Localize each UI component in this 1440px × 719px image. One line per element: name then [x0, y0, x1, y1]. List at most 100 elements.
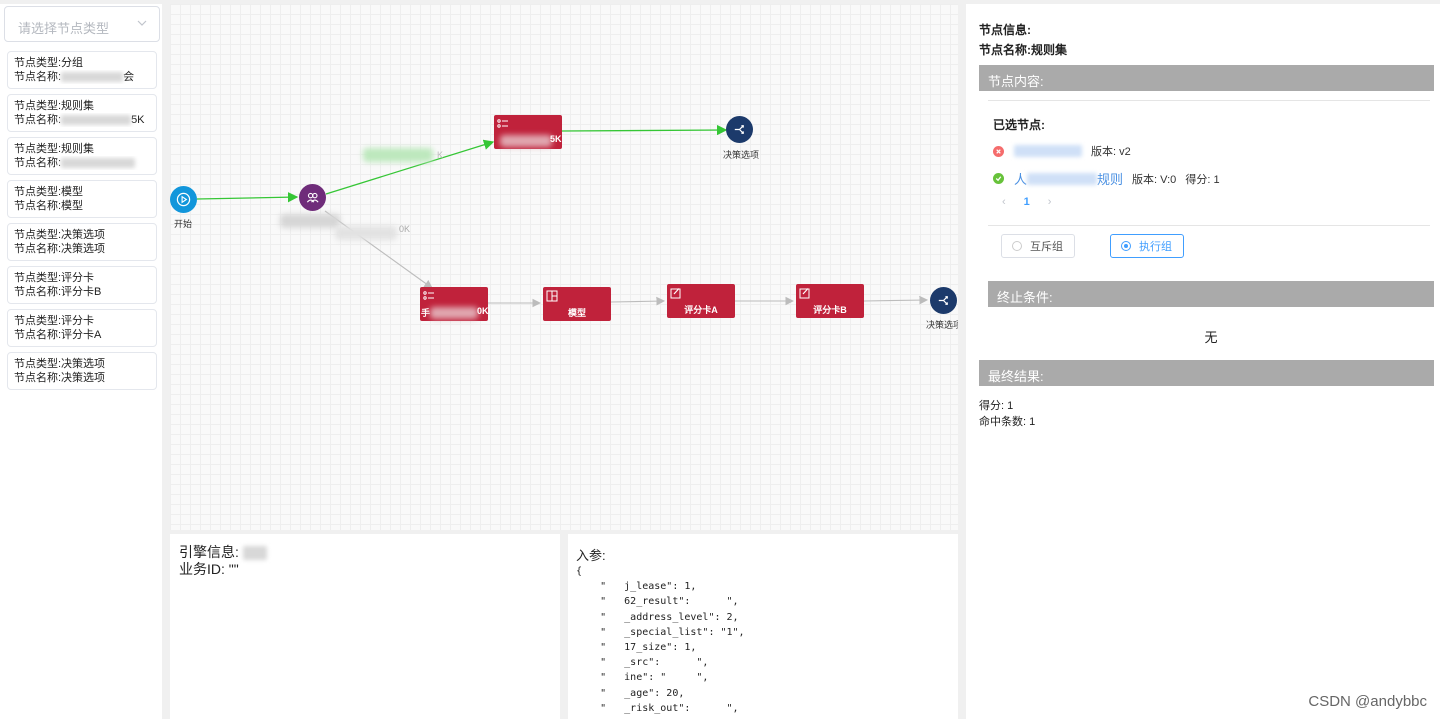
edge-label-top — [363, 148, 433, 162]
palette-card-ruleset[interactable]: 节点类型:规则集 节点名称: — [7, 137, 157, 175]
final-result-header: 最终结果: — [979, 360, 1434, 386]
card-name: 节点名称:评分卡A — [14, 329, 102, 341]
divider — [988, 225, 1430, 226]
scorecard-b-node[interactable]: 评分卡B — [796, 284, 864, 318]
redacted-text — [242, 546, 267, 561]
decision-node-top[interactable] — [726, 116, 753, 143]
edit-icon — [670, 288, 681, 299]
redacted-text — [61, 115, 132, 126]
selected-node-meta: 版本: v2 — [1091, 146, 1131, 158]
close-circle-icon — [993, 145, 1004, 157]
node-info-title: 节点信息: — [979, 23, 1031, 37]
decision-node-right[interactable] — [930, 287, 957, 314]
palette-card-decision[interactable]: 节点类型:决策选项 节点名称:决策选项 — [7, 223, 157, 261]
decision-node-top-label: 决策选项 — [723, 150, 760, 160]
palette-card-decision[interactable]: 节点类型:决策选项 节点名称:决策选项 — [7, 352, 157, 390]
flow-edges — [196, 124, 929, 308]
card-name: 节点名称:决策选项 — [14, 243, 106, 255]
start-node-label: 开始 — [174, 219, 193, 229]
radio-exec-group[interactable]: 执行组 — [1110, 234, 1184, 258]
content-section-header: 节点内容: — [979, 65, 1434, 91]
palette-card-scorecard[interactable]: 节点类型:评分卡 节点名称:评分卡A — [7, 309, 157, 347]
selected-nodes-title: 已选节点: — [993, 118, 1045, 132]
palette-card-ruleset[interactable]: 节点类型:规则集 节点名称:5K — [7, 94, 157, 132]
redacted-text — [500, 135, 552, 147]
params-title: 入参: — [576, 548, 606, 563]
start-node[interactable] — [170, 186, 197, 213]
users-icon — [306, 192, 319, 203]
stop-condition-value: 无 — [1204, 330, 1218, 345]
node-name: 节点名称:规则集 — [979, 43, 1067, 57]
scorecard-a-node[interactable]: 评分卡A — [667, 284, 735, 318]
node-type-select[interactable]: 请选择节点类型 — [4, 6, 160, 42]
chevron-down-icon — [137, 20, 147, 26]
stop-condition-header: 终止条件: — [988, 281, 1434, 307]
result-score: 得分: 1 — [979, 400, 1014, 412]
pagination: ‹ 1 › — [1002, 196, 1051, 208]
watermark: CSDN @andybbc — [1308, 693, 1427, 710]
radio-unchecked-icon — [1012, 241, 1022, 251]
edge-model-scorecard-a[interactable] — [610, 296, 666, 306]
card-name: 节点名称:决策选项 — [14, 372, 106, 384]
redacted-text — [1027, 172, 1098, 185]
edge-group-rule-top[interactable] — [325, 139, 495, 195]
edge-rule-decision-top[interactable] — [561, 124, 728, 136]
card-type: 节点类型:规则集 — [14, 100, 95, 112]
ruleset-node-top[interactable]: 5K — [494, 115, 562, 149]
redacted-text — [1014, 145, 1082, 157]
check-circle-icon — [993, 173, 1004, 184]
card-name: 节点名称:模型 — [14, 200, 84, 212]
edge-group-rule-bottom[interactable] — [324, 210, 433, 289]
final-result: 得分: 1 命中条数: 1 — [979, 398, 1035, 430]
ruleset-node-bottom[interactable]: 手 0K — [420, 287, 489, 321]
selected-node-item[interactable]: 版本: v2 — [993, 143, 1131, 159]
edit-icon — [799, 288, 810, 299]
node-type-select-placeholder: 请选择节点类型 — [18, 21, 110, 36]
model-node[interactable]: 模型 — [543, 287, 611, 321]
redacted-text — [61, 72, 124, 83]
selected-node-meta: 版本: V:0 得分: 1 — [1132, 173, 1220, 186]
palette-card-model[interactable]: 节点类型:模型 节点名称:模型 — [7, 180, 157, 218]
palette-card-group[interactable]: 节点类型:分组 节点名称:会 — [7, 51, 157, 89]
grid-icon — [546, 290, 558, 302]
card-name: 节点名称: — [14, 157, 62, 169]
card-name: 节点名称:评分卡B — [14, 286, 102, 298]
prev-page-button[interactable]: ‹ — [1002, 196, 1006, 208]
list-icon — [497, 119, 508, 128]
card-name: 节点名称: — [14, 71, 62, 83]
selected-node-link-suffix[interactable]: 规则 — [1097, 172, 1124, 187]
decision-icon — [734, 125, 744, 134]
page-1-button[interactable]: 1 — [1023, 196, 1030, 208]
node-detail-panel: 节点信息: 节点名称:规则集 节点内容: 已选节点: 版本: v2 人 规则 版… — [966, 4, 1440, 719]
edge-label-bottom-b — [335, 226, 397, 240]
card-type: 节点类型:评分卡 — [14, 272, 95, 284]
edge-start-group[interactable] — [196, 191, 299, 203]
selected-node-item[interactable]: 人 规则 版本: V:0 得分: 1 — [993, 169, 1220, 188]
next-page-button[interactable]: › — [1047, 196, 1052, 208]
business-id: 业务ID: "" — [179, 561, 239, 577]
card-name: 节点名称: — [14, 114, 62, 126]
card-type: 节点类型:评分卡 — [14, 315, 95, 327]
result-hits: 命中条数: 1 — [979, 416, 1036, 428]
group-node[interactable] — [299, 184, 326, 211]
card-type: 节点类型:模型 — [14, 186, 84, 198]
palette-card-scorecard[interactable]: 节点类型:评分卡 节点名称:评分卡B — [7, 266, 157, 304]
redacted-text — [61, 158, 136, 169]
flow-canvas[interactable]: K 0K 开始 5K 决策选项 手 0K 模型 评分卡A 评分卡B — [170, 4, 958, 530]
card-type: 节点类型:分组 — [14, 57, 84, 69]
radio-checked-icon — [1121, 241, 1131, 251]
input-params-panel: 入参: { " j_lease": 1, " 62_result": ", " … — [568, 534, 958, 719]
engine-label: 引擎信息: — [179, 544, 239, 560]
play-icon — [176, 192, 191, 207]
radio-mutex-group[interactable]: 互斥组 — [1001, 234, 1075, 258]
decision-icon — [938, 296, 948, 305]
card-type: 节点类型:决策选项 — [14, 358, 106, 370]
divider — [988, 100, 1430, 101]
node-palette: 请选择节点类型 节点类型:分组 节点名称:会 节点类型:规则集 节点名称:5K … — [0, 4, 162, 719]
decision-node-right-label: 决策选项 — [926, 320, 958, 330]
edge-scorecard-b-decision[interactable] — [863, 295, 929, 305]
selected-node-link-prefix[interactable]: 人 — [1014, 172, 1028, 187]
edge-label-bottom-a — [280, 214, 340, 228]
card-type: 节点类型:规则集 — [14, 143, 95, 155]
list-icon — [423, 291, 434, 300]
